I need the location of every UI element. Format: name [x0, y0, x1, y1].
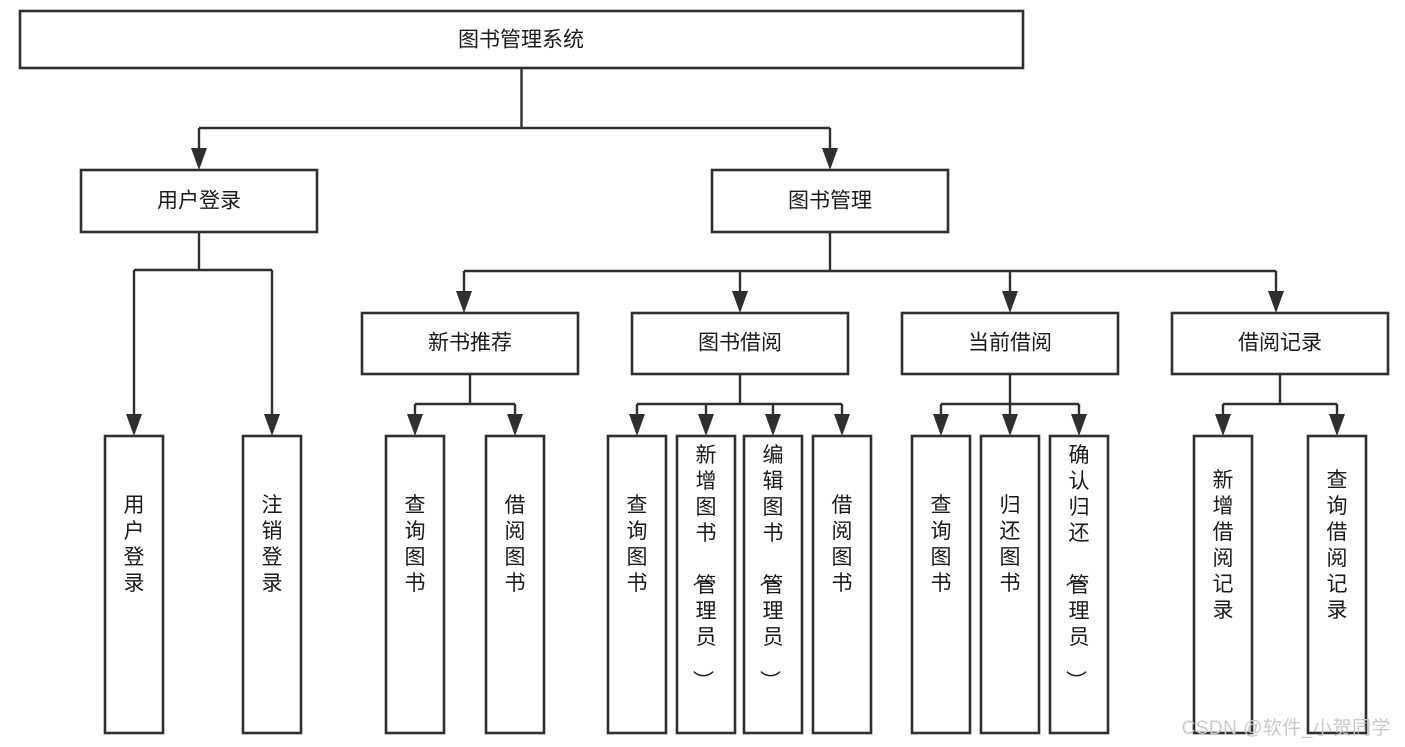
- leaf-node-user-login-label: 用户登录: [124, 494, 145, 595]
- arrow-head-newbook-leaf1: [407, 414, 423, 436]
- connector-group-userlogin-to-leaves: [126, 232, 280, 436]
- arrow-head-currentborrow-leaf3: [1071, 414, 1087, 436]
- node-root-label: 图书管理系统: [458, 29, 584, 52]
- node-current-borrow[interactable]: 当前借阅: [900, 311, 1120, 376]
- csdn-watermark: CSDN @软件_小贺同学: [1181, 718, 1391, 739]
- leaf-node-borrow-book-2-label: 借阅图书: [832, 494, 853, 595]
- leaf-node-user-login[interactable]: 用户登录: [103, 434, 165, 735]
- leaf-node-confirm-return-admin[interactable]: 确认归还（管理员）: [1048, 434, 1110, 735]
- leaf-node-logout-label: 注销登录: [262, 494, 283, 595]
- leaf-node-query-book-3[interactable]: 查询图书: [910, 434, 972, 735]
- leaf-node-borrow-book-2[interactable]: 借阅图书: [811, 434, 873, 735]
- leaf-node-logout-box: [241, 434, 303, 735]
- arrow-head-leaf-user-login: [126, 414, 142, 436]
- node-book-management-box: [710, 168, 950, 234]
- node-new-book-recommend[interactable]: 新书推荐: [360, 311, 580, 376]
- leaf-node-borrow-book-1[interactable]: 借阅图书: [484, 434, 546, 735]
- connector-group-borrowrecord-to-leaves: [1215, 374, 1345, 436]
- leaf-node-return-book[interactable]: 归还图书: [979, 434, 1041, 735]
- node-current-borrow-box: [900, 311, 1120, 376]
- node-borrow-record-label: 借阅记录: [1238, 332, 1322, 355]
- leaf-node-borrow-book-2-box: [811, 434, 873, 735]
- node-book-borrow[interactable]: 图书借阅: [630, 311, 850, 376]
- node-borrow-record-box: [1170, 311, 1390, 376]
- node-book-borrow-box: [630, 311, 850, 376]
- arrow-head-bookborrow-leaf2: [698, 414, 714, 436]
- node-user-login[interactable]: 用户登录: [79, 168, 319, 234]
- leaf-node-confirm-return-admin-box: [1048, 434, 1110, 735]
- node-book-management-label: 图书管理: [788, 190, 872, 213]
- leaf-node-query-book-2-label: 查询图书: [627, 494, 648, 595]
- leaf-node-add-book-admin-box: [675, 434, 737, 735]
- leaf-node-query-borrow-record-box: [1306, 434, 1368, 735]
- leaf-node-add-borrow-record[interactable]: 新增借阅记录: [1192, 434, 1254, 735]
- leaf-node-confirm-return-admin-label: 确认归还（管理员）: [1064, 444, 1090, 691]
- node-user-login-box: [79, 168, 319, 234]
- node-new-book-recommend-box: [360, 311, 580, 376]
- leaf-node-add-borrow-record-box: [1192, 434, 1254, 735]
- node-user-login-label: 用户登录: [157, 190, 241, 213]
- leaf-node-query-book-3-box: [910, 434, 972, 735]
- node-borrow-record[interactable]: 借阅记录: [1170, 311, 1390, 376]
- connector-group-root-to-level2: [191, 68, 838, 170]
- leaf-node-borrow-book-1-box: [484, 434, 546, 735]
- arrow-head-currentborrow-leaf2: [1002, 414, 1018, 436]
- leaf-node-query-book-1[interactable]: 查询图书: [384, 434, 446, 735]
- leaf-node-query-book-3-label: 查询图书: [931, 494, 952, 595]
- node-root-book-management-system[interactable]: 图书管理系统: [18, 9, 1025, 70]
- connector-group-newbook-to-leaves: [407, 374, 523, 436]
- node-book-borrow-label: 图书借阅: [698, 332, 782, 355]
- leaf-node-edit-book-admin[interactable]: 编辑图书（管理员）: [742, 434, 804, 735]
- arrow-head-bookborrow-leaf1: [629, 414, 645, 436]
- arrow-head-user-login: [191, 148, 207, 170]
- leaf-node-return-book-label: 归还图书: [1000, 494, 1021, 595]
- arrow-head-leaf-logout: [264, 414, 280, 436]
- leaf-node-return-book-box: [979, 434, 1041, 735]
- leaf-node-query-borrow-record-label: 查询借阅记录: [1327, 469, 1348, 622]
- node-current-borrow-label: 当前借阅: [968, 332, 1052, 355]
- leaf-node-query-book-2[interactable]: 查询图书: [606, 434, 668, 735]
- arrow-head-book-manage: [822, 148, 838, 170]
- leaf-node-edit-book-admin-box: [742, 434, 804, 735]
- leaf-node-user-login-box: [103, 434, 165, 735]
- leaf-node-query-book-2-box: [606, 434, 668, 735]
- arrow-head-currentborrow-leaf1: [933, 414, 949, 436]
- arrow-head-bookborrow-leaf3: [765, 414, 781, 436]
- node-book-management[interactable]: 图书管理: [710, 168, 950, 234]
- arrow-head-borrow-record: [1268, 291, 1284, 313]
- node-root-box: [18, 9, 1025, 70]
- arrow-head-bookborrow-leaf4: [834, 414, 850, 436]
- arrow-head-current-borrow: [1002, 291, 1018, 313]
- arrow-head-new-book-recommend: [456, 291, 472, 313]
- arrow-head-newbook-leaf2: [507, 414, 523, 436]
- leaf-node-add-book-admin-label: 新增图书（管理员）: [691, 444, 717, 691]
- arrow-head-book-borrow: [732, 291, 748, 313]
- connector-group-currentborrow-to-leaves: [933, 374, 1087, 436]
- connector-group-bookborrow-to-leaves: [629, 374, 850, 436]
- leaf-node-logout[interactable]: 注销登录: [241, 434, 303, 735]
- leaf-node-query-borrow-record[interactable]: 查询借阅记录: [1306, 434, 1368, 735]
- arrow-head-borrowrecord-leaf1: [1215, 414, 1231, 436]
- leaf-node-query-book-1-box: [384, 434, 446, 735]
- node-new-book-recommend-label: 新书推荐: [428, 332, 512, 355]
- arrow-head-borrowrecord-leaf2: [1329, 414, 1345, 436]
- leaf-node-add-book-admin[interactable]: 新增图书（管理员）: [675, 434, 737, 735]
- leaf-node-add-borrow-record-label: 新增借阅记录: [1213, 469, 1234, 622]
- leaf-node-edit-book-admin-label: 编辑图书（管理员）: [758, 444, 784, 691]
- connector-group-bookmanage-to-level3: [456, 232, 1284, 313]
- leaf-node-query-book-1-label: 查询图书: [405, 494, 426, 595]
- leaf-node-borrow-book-1-label: 借阅图书: [505, 494, 526, 595]
